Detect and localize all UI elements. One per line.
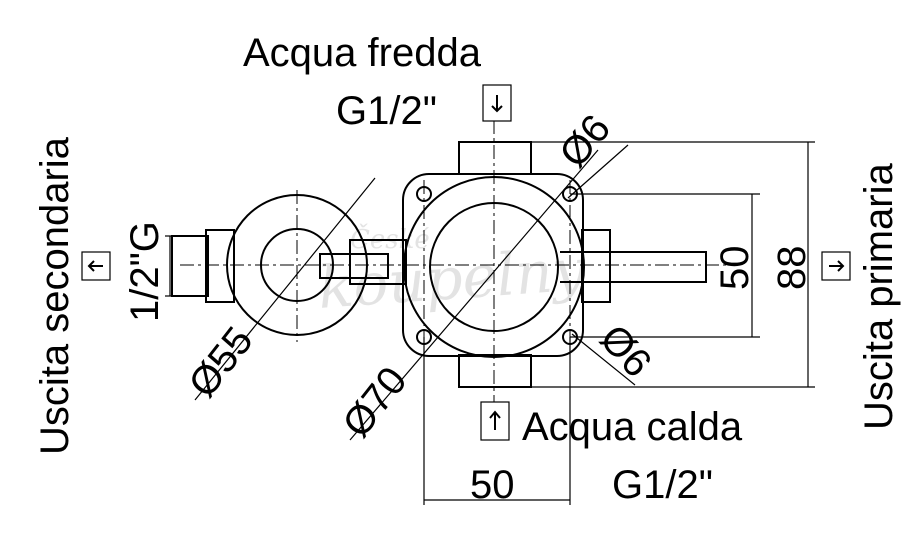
arrow-right-icon [821, 251, 851, 281]
primary-outlet-label: Uscita primaria [857, 163, 901, 430]
arrow-down-icon [482, 84, 512, 122]
secondary-neck [205, 229, 235, 303]
connector-bridge [349, 239, 407, 285]
hole-top-dim: Ø6 [551, 107, 619, 176]
hot-thread-label: G1/2" [612, 463, 713, 507]
secondary-outlet-label: Uscita secondaria [33, 136, 77, 455]
height-outer-dim: 88 [770, 246, 814, 291]
hot-water-label: Acqua calda [522, 405, 743, 449]
top-inlet-stub [458, 141, 532, 175]
arrow-left-icon [81, 251, 111, 281]
hole-bottom-dim: Ø6 [591, 317, 659, 386]
diameter-large-dim: Ø70 [334, 359, 415, 446]
height-inner-dim: 50 [713, 246, 757, 291]
cold-water-label: Acqua fredda [243, 31, 482, 75]
dimension-lines [165, 141, 815, 505]
width-bottom-dim: 50 [470, 463, 515, 507]
bottom-inlet-stub [458, 354, 532, 388]
primary-outlet-pipe [560, 251, 707, 283]
arrow-up-icon [480, 401, 510, 441]
diameter-small-dim: Ø55 [180, 319, 261, 406]
cold-thread-label: G1/2" [336, 89, 437, 133]
secondary-outlet-stub [171, 235, 209, 297]
connector-pin [319, 253, 389, 279]
center-lines [180, 120, 730, 420]
secondary-thread-label: 1/2"G [123, 221, 167, 322]
